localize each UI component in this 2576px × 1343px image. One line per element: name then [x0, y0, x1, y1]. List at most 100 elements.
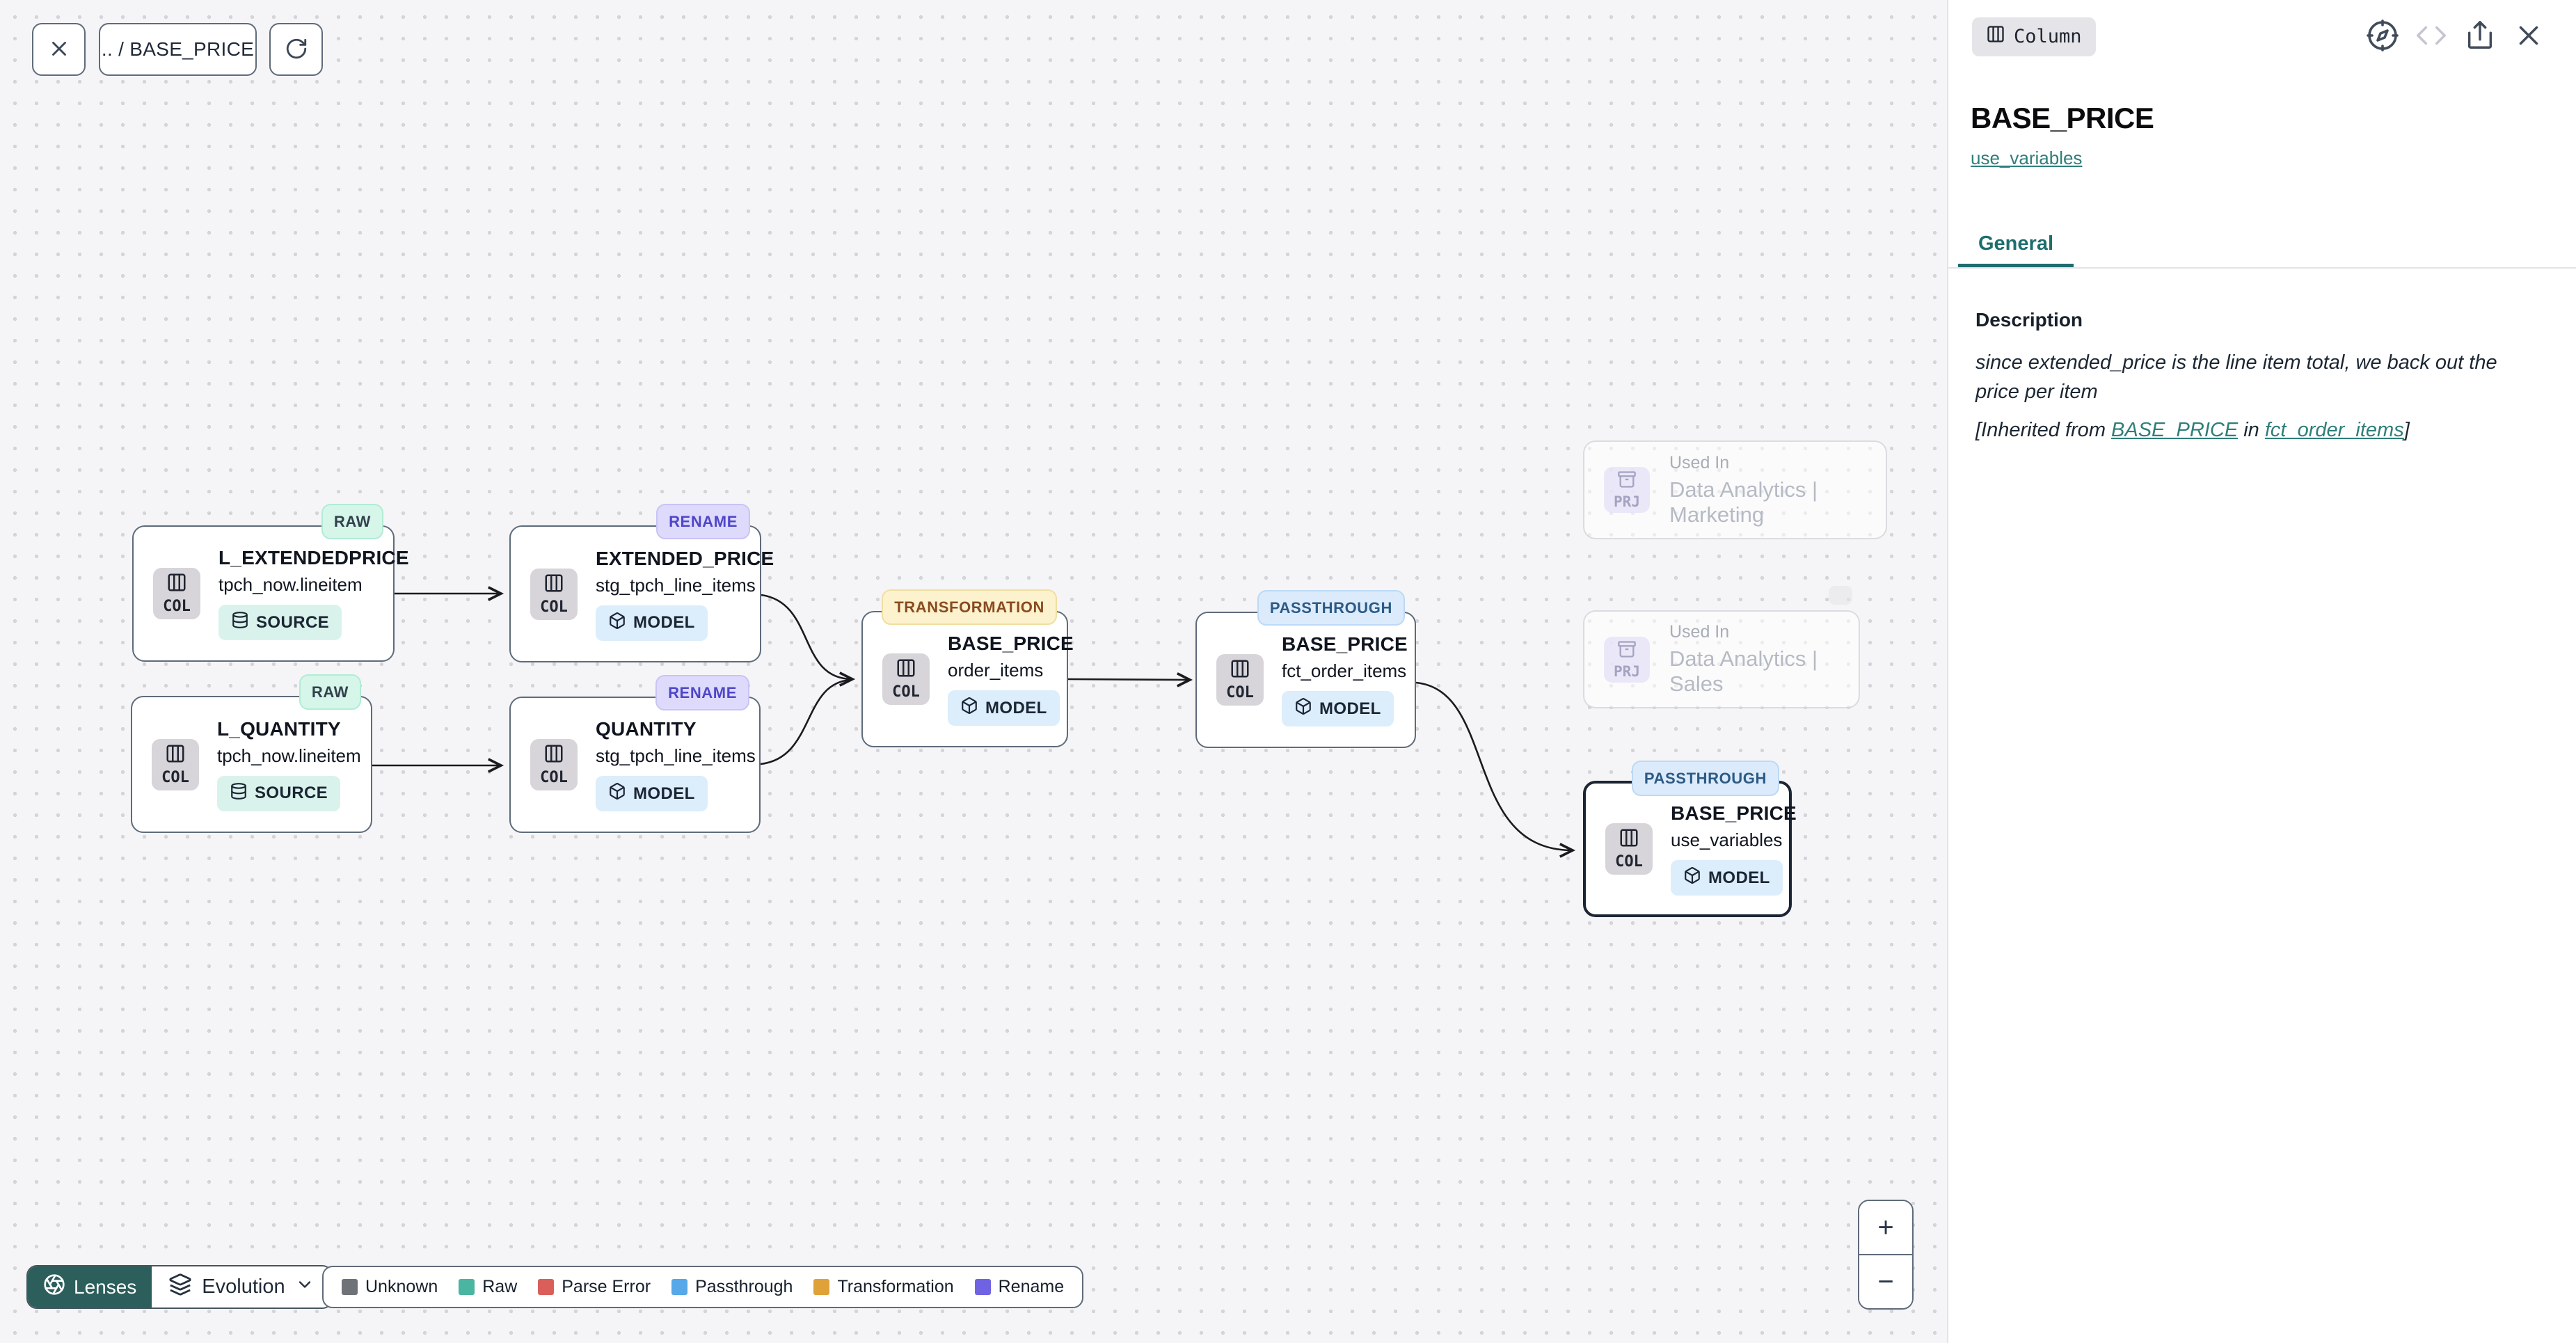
asset-type-badge: SOURCE	[218, 605, 342, 640]
lens-selector-dropdown[interactable]: Evolution	[152, 1266, 331, 1308]
tabs-divider	[1948, 267, 2576, 269]
view-code-button[interactable]	[2415, 20, 2448, 54]
box-icon	[608, 782, 626, 805]
inherited-prefix: [Inherited from	[1975, 419, 2112, 441]
box-icon	[1294, 697, 1312, 720]
close-panel-button[interactable]	[2512, 20, 2545, 54]
columns-icon	[1230, 658, 1250, 683]
legend-swatch	[342, 1279, 358, 1295]
edge-baseprice-fct	[1067, 672, 1193, 688]
evolution-badge: TRANSFORMATION	[882, 589, 1057, 625]
node-title: EXTENDED_PRICE	[596, 547, 774, 569]
node-title: BASE_PRICE	[948, 633, 1074, 654]
node-subtitle: tpch_now.lineitem	[217, 745, 361, 766]
node-title: BASE_PRICE	[1671, 802, 1797, 824]
columns-icon	[165, 743, 186, 768]
column-type-box: COL	[530, 568, 578, 620]
ghost-badge-placeholder	[1829, 586, 1852, 605]
node-base-price-fct-order-items[interactable]: PASSTHROUGH COL BASE_PRICE fct_order_ite…	[1195, 590, 1416, 748]
asset-type-badge: MODEL	[1671, 860, 1783, 896]
evolution-badge: PASSTHROUGH	[1631, 761, 1779, 796]
project-type-box: PRJ	[1604, 467, 1650, 513]
archive-icon	[1617, 470, 1637, 493]
asset-type-badge: SOURCE	[217, 775, 341, 811]
lineage-canvas[interactable]: .. / BASE_PRICE RAW COL L_EXTENDEDPRICE …	[0, 0, 1947, 1343]
node-subtitle: stg_tpch_line_items	[596, 745, 756, 766]
close-icon	[47, 37, 71, 63]
asset-type-badge: MODEL	[596, 776, 708, 811]
legend-item-unknown: Unknown	[342, 1277, 438, 1297]
close-icon	[2513, 19, 2545, 54]
node-title: BASE_PRICE	[1282, 633, 1408, 655]
node-l-quantity[interactable]: RAW COL L_QUANTITY tpch_now.lineitem SOU…	[131, 674, 372, 833]
edge-fct-usevariables	[1415, 681, 1576, 858]
legend-item-parse-error: Parse Error	[538, 1277, 651, 1297]
close-lineage-button[interactable]	[32, 23, 86, 76]
lenses-control: Lenses Evolution	[26, 1265, 333, 1309]
edge-quantity-baseprice	[760, 678, 852, 765]
zoom-in-button[interactable]: +	[1859, 1201, 1912, 1255]
node-title: QUANTITY	[596, 718, 697, 740]
inherited-mid: in	[2238, 419, 2265, 441]
node-subtitle: use_variables	[1671, 829, 1783, 850]
refresh-button[interactable]	[269, 23, 323, 76]
evolution-badge: RENAME	[656, 504, 750, 539]
evolution-badge: RAW	[321, 504, 383, 539]
evolution-badge: RENAME	[655, 675, 749, 710]
layers-icon	[168, 1273, 192, 1302]
tab-general[interactable]: General	[1978, 232, 2053, 255]
columns-icon	[543, 573, 564, 597]
node-base-price-use-variables-selected[interactable]: PASSTHROUGH COL BASE_PRICE use_variables…	[1583, 761, 1797, 917]
used-in-project: Data Analytics | Marketing	[1669, 477, 1818, 527]
inherited-suffix: ]	[2403, 419, 2410, 441]
description-body: since extended_price is the line item to…	[1975, 351, 2497, 404]
lens-selected-label: Evolution	[202, 1276, 285, 1298]
node-subtitle: order_items	[948, 660, 1044, 681]
used-in-card-sales[interactable]: PRJ Used In Data Analytics | Sales	[1583, 610, 1860, 708]
column-type-box: COL	[530, 739, 578, 790]
node-title: L_QUANTITY	[217, 717, 341, 740]
panel-header: Column	[1948, 0, 2576, 73]
used-in-label: Used In	[1669, 622, 1730, 642]
asset-type-badge: MODEL	[1282, 691, 1394, 726]
node-subtitle: tpch_now.lineitem	[218, 574, 363, 595]
column-type-box: COL	[152, 738, 199, 790]
asset-type-badge: MODEL	[948, 690, 1060, 726]
code-icon	[2415, 19, 2447, 54]
node-title: L_EXTENDEDPRICE	[218, 547, 409, 569]
legend-item-passthrough: Passthrough	[671, 1277, 793, 1297]
evolution-badge: RAW	[299, 674, 361, 710]
lenses-button[interactable]: Lenses	[28, 1266, 152, 1308]
panel-title: BASE_PRICE	[1971, 102, 2154, 134]
breadcrumb[interactable]: .. / BASE_PRICE	[99, 23, 257, 76]
legend-swatch	[974, 1279, 991, 1295]
inherited-model-link[interactable]: fct_order_items	[2264, 419, 2404, 441]
aperture-icon	[43, 1273, 65, 1301]
used-in-card-marketing[interactable]: PRJ Used In Data Analytics | Marketing	[1583, 440, 1887, 539]
node-quantity[interactable]: RENAME COL QUANTITY stg_tpch_line_items …	[509, 675, 761, 833]
explore-lineage-button[interactable]	[2366, 19, 2399, 54]
evolution-legend: Unknown Raw Parse Error Passthrough Tran…	[322, 1266, 1084, 1308]
columns-icon	[543, 743, 564, 768]
zoom-out-button[interactable]: −	[1859, 1255, 1912, 1308]
legend-item-rename: Rename	[974, 1277, 1064, 1297]
node-extended-price[interactable]: RENAME COL EXTENDED_PRICE stg_tpch_line_…	[509, 504, 774, 662]
used-in-label: Used In	[1669, 452, 1730, 472]
node-subtitle: stg_tpch_line_items	[596, 574, 756, 596]
node-l-extendedprice[interactable]: RAW COL L_EXTENDEDPRICE tpch_now.lineite…	[132, 504, 409, 662]
model-link[interactable]: use_variables	[1971, 148, 2083, 168]
evolution-badge: PASSTHROUGH	[1257, 590, 1405, 626]
column-type-box: COL	[1216, 654, 1264, 706]
legend-item-raw: Raw	[459, 1277, 517, 1297]
legend-swatch	[671, 1279, 688, 1295]
description-heading: Description	[1975, 309, 2083, 331]
entity-type-chip: Column	[1972, 17, 2096, 56]
node-subtitle: fct_order_items	[1282, 660, 1407, 681]
box-icon	[960, 697, 978, 720]
share-button[interactable]	[2463, 20, 2497, 54]
legend-swatch	[459, 1279, 475, 1295]
node-base-price-order-items[interactable]: TRANSFORMATION COL BASE_PRICE order_item…	[861, 589, 1074, 747]
lenses-label: Lenses	[74, 1276, 137, 1298]
asset-type-badge: MODEL	[596, 605, 708, 641]
inherited-column-link[interactable]: BASE_PRICE	[2111, 419, 2239, 441]
